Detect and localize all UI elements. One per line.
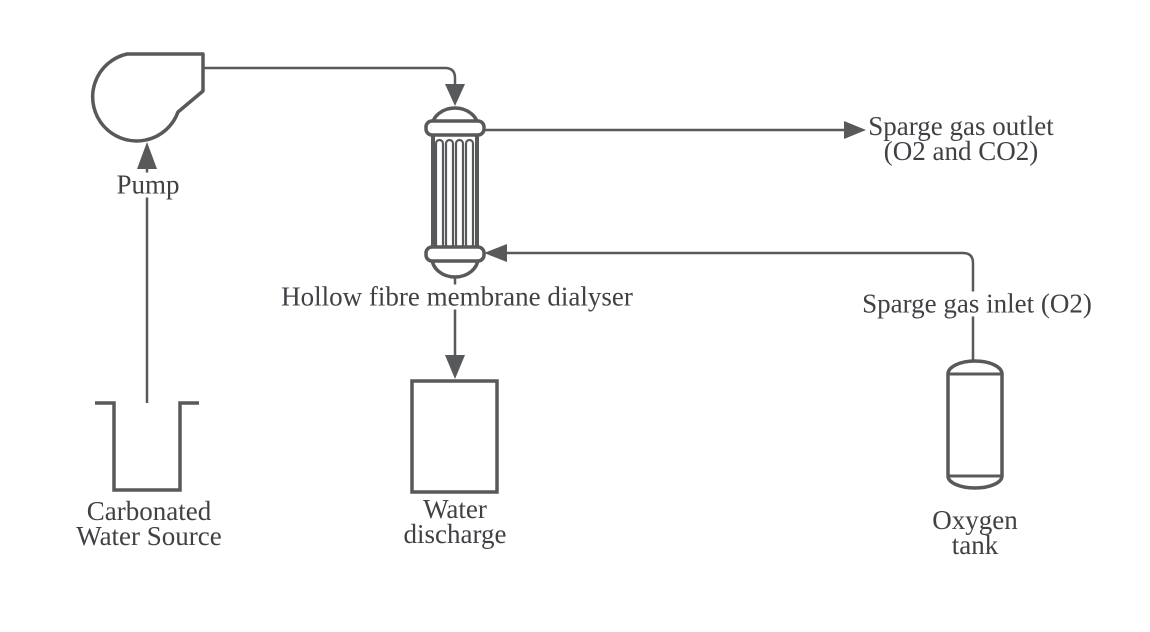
water-discharge-box [410,379,499,494]
sparge-gas-outlet-label-line2: (O2 and CO2) [883,136,1039,166]
sparge-gas-outlet-label: Sparge gas outlet (O2 and CO2) [868,111,1054,166]
carbonated-water-source-label: Carbonated Water Source [76,496,222,551]
dialyser-top-collar [424,119,486,137]
arrow-left-sparge-inlet-icon [484,244,507,262]
water-discharge-label: Water discharge [403,494,507,549]
water-discharge-label-line1: Water [423,494,487,524]
sparge-inlet-pipe [506,251,975,362]
oxygen-tank-label-line1: Oxygen [932,505,1018,535]
pump-label: Pump [111,171,185,198]
carbonated-water-source-symbol [95,401,199,492]
sparge-gas-outlet-label-line1: Sparge gas outlet [868,111,1054,141]
dialyser-label: Hollow fibre membrane dialyser [276,283,638,310]
arrow-down-into-dialyser-icon [445,84,465,106]
arrow-right-sparge-outlet-icon [844,121,866,139]
carbonated-water-source-label-line2: Water Source [76,521,222,551]
pump-symbol [90,52,205,143]
oxygen-tank-label-line2: tank [951,530,999,560]
sparge-gas-inlet-label: Sparge gas inlet (O2) [857,290,1097,317]
water-discharge-label-line2: discharge [403,519,507,549]
dialyser-bottom-collar [424,245,486,263]
oxygen-tank-symbol [946,359,1004,490]
dialyser-symbol [424,106,486,279]
oxygen-tank-label: Oxygen tank [932,505,1018,560]
carbonated-water-source-label-line1: Carbonated [86,496,212,526]
oxygen-tank-body [946,359,1004,490]
arrow-up-into-pump-icon [137,142,157,169]
oxygen-tank-weld-lines [948,372,1002,478]
pump-to-dialyser-pipe [203,66,457,86]
arrow-down-into-discharge-icon [445,355,465,379]
